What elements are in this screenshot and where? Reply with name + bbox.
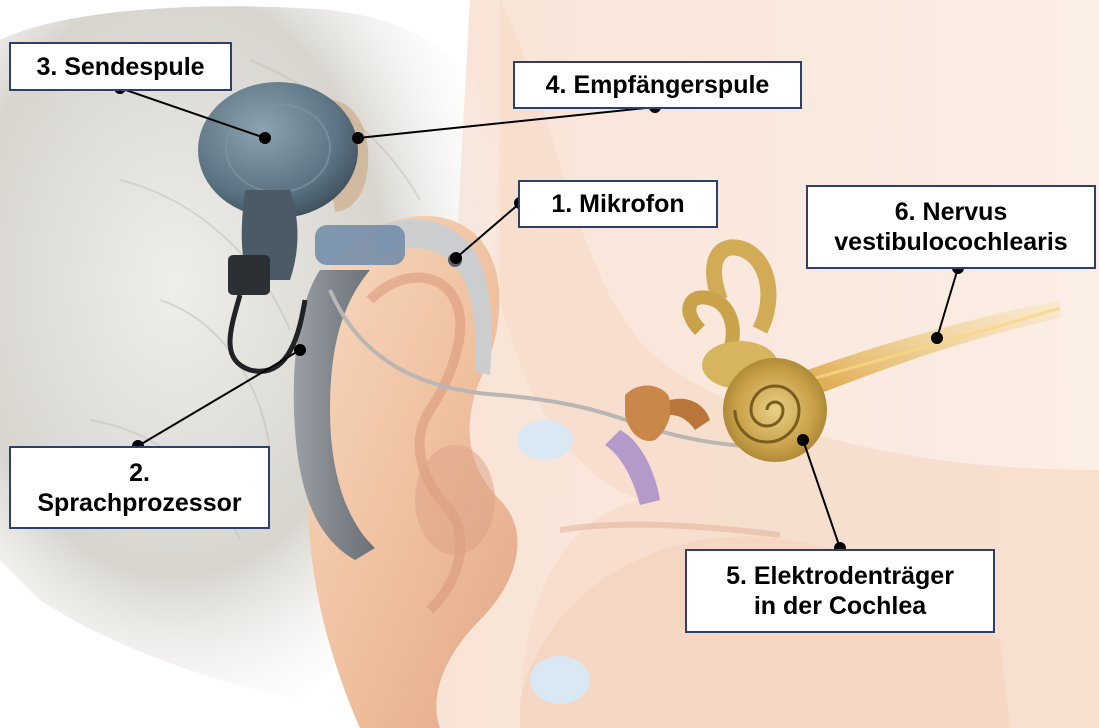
label-sendespule: 3. Sendespule <box>9 42 232 91</box>
label-nervus: 6. Nervus vestibulocochlearis <box>806 185 1096 269</box>
label-sprachprozessor: 2. Sprachprozessor <box>9 446 270 529</box>
label-sprachprozessor-line1: 2. <box>129 458 150 488</box>
label-sprachprozessor-line2: Sprachprozessor <box>37 488 241 518</box>
label-empfaengerspule-text: 4. Empfängerspule <box>546 70 770 100</box>
label-sendespule-text: 3. Sendespule <box>36 52 204 82</box>
label-mikrofon: 1. Mikrofon <box>518 180 718 228</box>
label-elektroden-line2: in der Cochlea <box>754 591 926 621</box>
label-elektroden: 5. Elektrodenträger in der Cochlea <box>685 549 995 633</box>
label-mikrofon-text: 1. Mikrofon <box>551 189 684 219</box>
label-elektroden-line1: 5. Elektrodenträger <box>726 561 954 591</box>
label-nervus-line1: 6. Nervus <box>895 197 1008 227</box>
label-nervus-line2: vestibulocochlearis <box>834 227 1067 257</box>
label-empfaengerspule: 4. Empfängerspule <box>513 61 802 109</box>
